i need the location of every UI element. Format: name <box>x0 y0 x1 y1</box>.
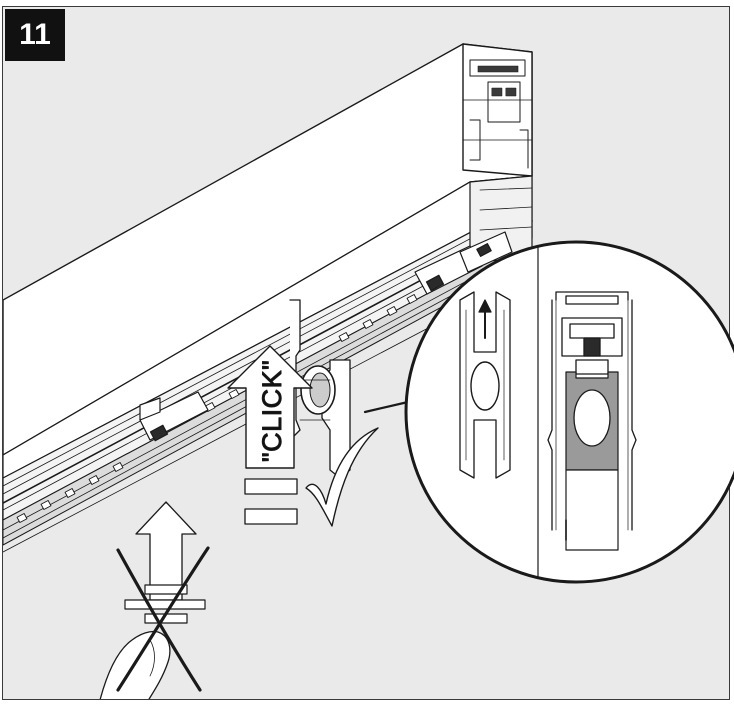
mounting-clip-left <box>139 391 209 442</box>
h-clip-center <box>289 299 351 479</box>
profile-end-cap <box>462 43 533 263</box>
click-label: "CLICK" <box>257 360 287 462</box>
callout-leader-line <box>363 400 410 414</box>
magnifier-callout <box>404 240 734 584</box>
check-mark-icon <box>305 427 379 527</box>
spacer-bars <box>244 478 298 525</box>
h-clip-detail <box>459 291 511 479</box>
mounting-clip-right <box>414 231 513 295</box>
profile-cross-section <box>547 291 637 551</box>
step-number-badge: 11 <box>5 9 65 61</box>
up-arrow-icon <box>227 345 313 469</box>
cross-mark-icon <box>116 546 210 692</box>
finger-icon <box>99 630 171 699</box>
wrong-insertion-example <box>99 501 210 699</box>
